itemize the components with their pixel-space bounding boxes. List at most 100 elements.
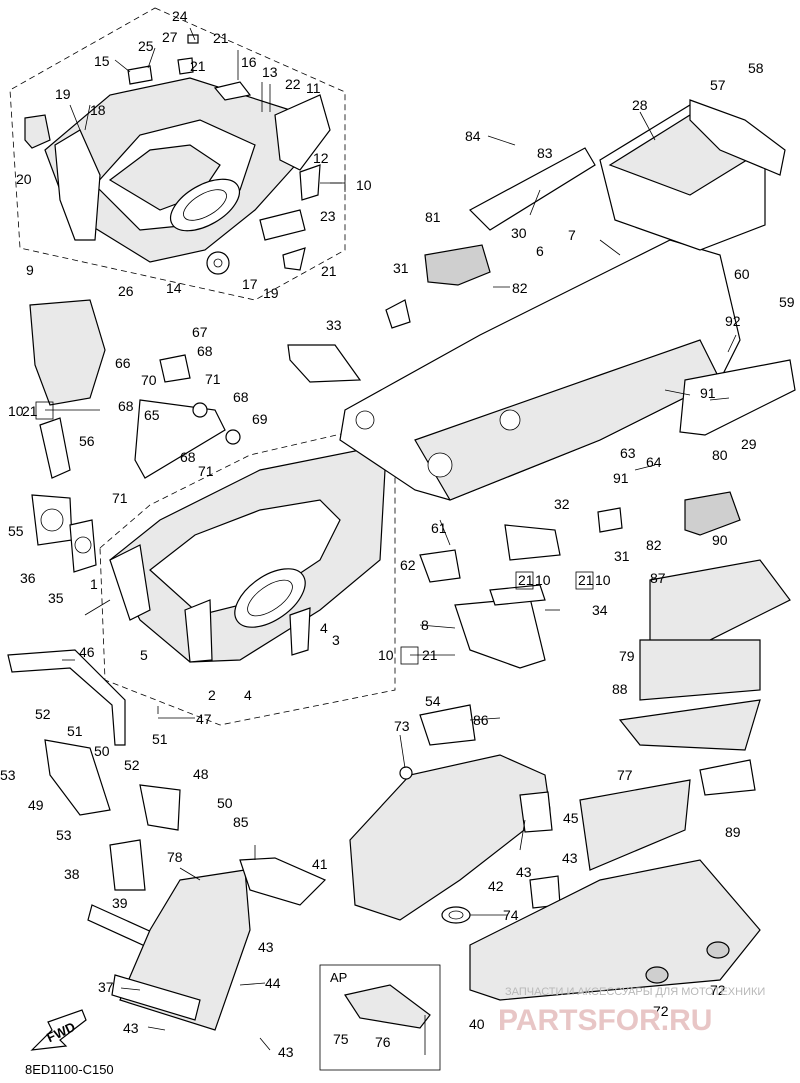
part-label: 74 bbox=[503, 907, 519, 923]
part-label: 35 bbox=[48, 590, 64, 606]
part-label: 53 bbox=[56, 827, 72, 843]
part-label: 10 bbox=[595, 572, 611, 588]
part-label: 89 bbox=[725, 824, 741, 840]
part-label: 61 bbox=[431, 520, 447, 536]
part-label: 65 bbox=[144, 407, 160, 423]
part-label: 21 bbox=[518, 572, 534, 588]
part-label: 52 bbox=[35, 706, 51, 722]
part-label: 3 bbox=[332, 632, 340, 648]
part-label: 43 bbox=[562, 850, 578, 866]
leader-lines bbox=[45, 27, 737, 1051]
part-label: 38 bbox=[64, 866, 80, 882]
part-label: 52 bbox=[124, 757, 140, 773]
part-label: 59 bbox=[779, 294, 795, 310]
part-label: 15 bbox=[94, 53, 110, 69]
part-label: 33 bbox=[326, 317, 342, 333]
part-label: 29 bbox=[741, 436, 757, 452]
part-label: 10 bbox=[378, 647, 394, 663]
part-label: 53 bbox=[0, 767, 16, 783]
part-label: 20 bbox=[16, 171, 32, 187]
part-label: 87 bbox=[650, 570, 666, 586]
part-label: 68 bbox=[118, 398, 134, 414]
part-label: 13 bbox=[262, 64, 278, 80]
ap-label: AP bbox=[330, 970, 347, 985]
part-label: 32 bbox=[554, 496, 570, 512]
part-label: 68 bbox=[197, 343, 213, 359]
part-label: 10 bbox=[356, 177, 372, 193]
part-label: 21 bbox=[190, 58, 206, 74]
part-label: 30 bbox=[511, 225, 527, 241]
watermark-logo: PARTSFOR.RU bbox=[498, 1004, 712, 1037]
part-label: 71 bbox=[205, 371, 221, 387]
part-label: 48 bbox=[193, 766, 209, 782]
part-label: 17 bbox=[242, 276, 258, 292]
part-label: 91 bbox=[613, 470, 629, 486]
part-label: 16 bbox=[241, 54, 257, 70]
part-label: 81 bbox=[425, 209, 441, 225]
part-label: 86 bbox=[473, 712, 489, 728]
part-label: 43 bbox=[123, 1020, 139, 1036]
part-label: 36 bbox=[20, 570, 36, 586]
part-label: 2 bbox=[208, 687, 216, 703]
part-label: 50 bbox=[217, 795, 233, 811]
part-label: 47 bbox=[196, 711, 212, 727]
frame-subassembly-10 bbox=[9, 7, 346, 301]
part-label: 6 bbox=[536, 243, 544, 259]
part-label: 51 bbox=[152, 731, 168, 747]
part-label: 63 bbox=[620, 445, 636, 461]
part-label: 42 bbox=[488, 878, 504, 894]
bracket-markers bbox=[35, 175, 594, 665]
part-label: 25 bbox=[138, 38, 154, 54]
part-label: 79 bbox=[619, 648, 635, 664]
frame-assembly-1 bbox=[7, 299, 396, 1031]
part-label: 72 bbox=[710, 982, 726, 998]
part-label: 70 bbox=[141, 372, 157, 388]
part-label: 21 bbox=[213, 30, 229, 46]
part-label: 1 bbox=[90, 576, 98, 592]
ap-detail-box bbox=[319, 964, 441, 1071]
part-label: 24 bbox=[172, 8, 188, 24]
part-label: 82 bbox=[512, 280, 528, 296]
part-label: 55 bbox=[8, 523, 24, 539]
watermark-text: ЗАПЧАСТИ И АКСЕССУАРЫ ДЛЯ МОТОТЕХНИКИ bbox=[505, 986, 765, 998]
part-label: 68 bbox=[233, 389, 249, 405]
drawing-code: 8ED1100-C150 bbox=[25, 1062, 114, 1077]
part-label: 57 bbox=[710, 77, 726, 93]
part-label: 4 bbox=[244, 687, 252, 703]
part-label: 40 bbox=[469, 1016, 485, 1032]
part-label: 88 bbox=[612, 681, 628, 697]
part-label: 67 bbox=[192, 324, 208, 340]
part-label: 39 bbox=[112, 895, 128, 911]
part-label: 44 bbox=[265, 975, 281, 991]
part-label: 66 bbox=[115, 355, 131, 371]
part-label: 85 bbox=[233, 814, 249, 830]
part-label: 71 bbox=[112, 490, 128, 506]
part-label: 68 bbox=[180, 449, 196, 465]
part-label: 8 bbox=[421, 617, 429, 633]
part-label: 56 bbox=[79, 433, 95, 449]
part-label: 19 bbox=[263, 285, 279, 301]
part-label: 21 bbox=[578, 572, 594, 588]
part-label: 31 bbox=[393, 260, 409, 276]
part-label: 62 bbox=[400, 557, 416, 573]
part-label: 75 bbox=[333, 1031, 349, 1047]
part-label: 90 bbox=[712, 532, 728, 548]
part-label: 49 bbox=[28, 797, 44, 813]
part-label: 46 bbox=[79, 644, 95, 660]
part-label: 12 bbox=[313, 150, 329, 166]
part-label: 82 bbox=[646, 537, 662, 553]
part-label: 91 bbox=[700, 385, 716, 401]
part-label: 27 bbox=[162, 29, 178, 45]
part-label: 64 bbox=[646, 454, 662, 470]
part-label: 21 bbox=[422, 647, 438, 663]
part-label: 5 bbox=[140, 647, 148, 663]
part-label: 73 bbox=[394, 718, 410, 734]
part-label: 80 bbox=[712, 447, 728, 463]
part-label: 37 bbox=[98, 979, 114, 995]
part-label: 51 bbox=[67, 723, 83, 739]
part-label: 4 bbox=[320, 620, 328, 636]
part-label: 9 bbox=[26, 262, 34, 278]
forward-arrow-icon bbox=[30, 1009, 87, 1051]
part-label: 14 bbox=[166, 280, 182, 296]
